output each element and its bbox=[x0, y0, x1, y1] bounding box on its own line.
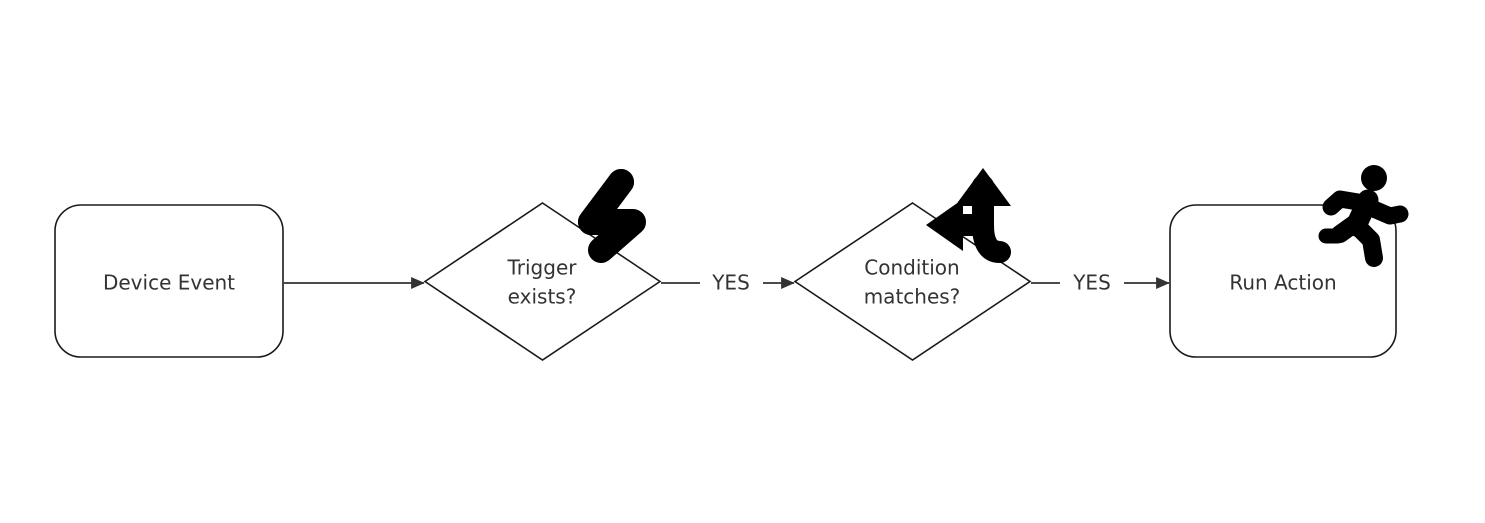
node-condition-matches[interactable]: Condition matches? bbox=[793, 202, 1032, 361]
device-event-shape[interactable] bbox=[54, 204, 284, 358]
condition-matches-label-line1: Condition bbox=[864, 256, 959, 280]
run-action-label: Run Action bbox=[1229, 271, 1336, 295]
condition-matches-shape[interactable] bbox=[793, 202, 1032, 361]
edge-condition-to-action: YES bbox=[1031, 271, 1170, 295]
trigger-exists-label-line2: exists? bbox=[508, 285, 577, 309]
trigger-exists-label-line1: Trigger bbox=[507, 256, 578, 280]
branch-arrow-icon bbox=[926, 168, 1011, 263]
edge-label-yes-2: YES bbox=[1072, 271, 1111, 295]
lightning-bolt-icon bbox=[578, 169, 646, 263]
running-person-icon bbox=[1318, 165, 1409, 267]
edge-label-yes-1: YES bbox=[711, 271, 750, 295]
device-event-label: Device Event bbox=[103, 271, 235, 295]
node-device-event[interactable]: Device Event bbox=[54, 204, 284, 358]
condition-matches-label-line2: matches? bbox=[864, 285, 961, 309]
edge-trigger-to-condition: YES bbox=[661, 271, 795, 295]
